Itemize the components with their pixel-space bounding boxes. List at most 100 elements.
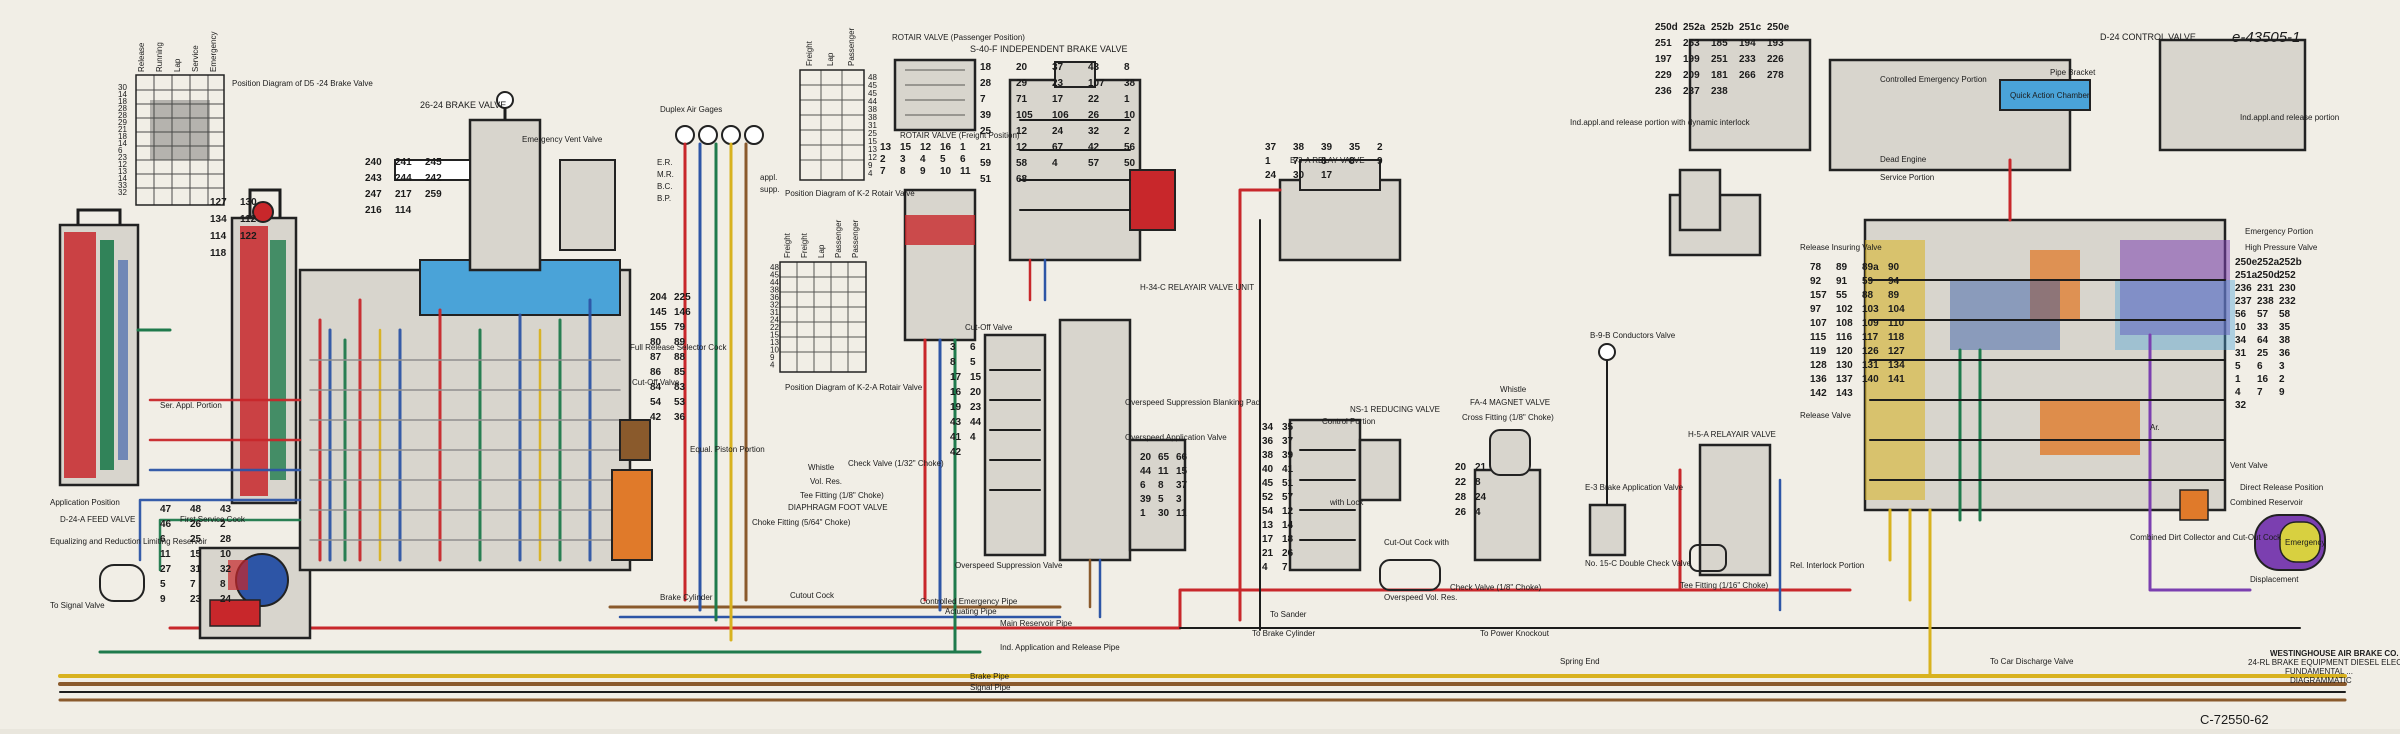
part-number-callout: 37: [1052, 62, 1064, 73]
part-number-callout: 54: [650, 397, 662, 408]
label-actuating-pipe: Actuating Pipe: [945, 607, 997, 616]
part-number-callout: 28: [980, 78, 992, 89]
part-number-callout: 31: [2235, 348, 2247, 359]
part-number-callout: 57: [2257, 309, 2269, 320]
d24-position-label: Release: [137, 42, 146, 72]
label-check-valve: Check Valve (1/32" Choke): [848, 459, 944, 468]
part-number-callout: 103: [1862, 304, 1879, 315]
part-number-callout: 216: [365, 205, 382, 216]
part-number-callout: 79: [674, 322, 686, 333]
part-number-callout: 259: [425, 189, 442, 200]
part-number-callout: 4: [1052, 158, 1058, 169]
part-number-callout: 28: [118, 111, 127, 120]
part-number-callout: 130: [1836, 360, 1853, 371]
part-number-callout: 7: [1282, 562, 1288, 573]
label-to-brake-cylinder: To Brake Cylinder: [1252, 629, 1315, 638]
part-number-callout: 5: [160, 579, 166, 590]
part-number-callout: 157: [1810, 290, 1827, 301]
position-diagram-k2a: [779, 261, 867, 373]
k2a-position-label: Lap: [817, 244, 826, 258]
part-number-callout: 13: [880, 142, 892, 153]
part-number-callout: 251: [1711, 54, 1728, 65]
label-cutout-cock: Cutout Cock: [790, 591, 835, 600]
label-gage-er: E.R.: [657, 158, 673, 167]
label-vol-res-left: Vol. Res.: [810, 477, 842, 486]
part-number-callout: 7: [190, 579, 196, 590]
part-number-callout: 44: [1140, 466, 1152, 477]
part-number-callout: 8: [1475, 477, 1481, 488]
label-b3a: B-3-A RELAY VALVE: [1290, 156, 1365, 165]
part-number-callout: 17: [1052, 94, 1064, 105]
label-d24-control: D-24 CONTROL VALVE: [2100, 32, 2196, 42]
part-number-callout: 9: [868, 161, 873, 170]
label-ser-appl: Ser. Appl. Portion: [160, 401, 222, 410]
label-emergency-portion: Emergency Portion: [2245, 227, 2313, 236]
part-number-callout: 278: [1767, 70, 1784, 81]
part-number-callout: 241: [395, 157, 412, 168]
part-number-callout: 244: [395, 173, 412, 184]
gage-mr: [698, 125, 718, 145]
part-number-callout: 36: [770, 293, 779, 302]
label-e3: E-3 Brake Application Valve: [1585, 483, 1684, 492]
part-number-callout: 18: [118, 97, 127, 106]
part-number-callout: 199: [1683, 54, 1700, 65]
label-equalizing-res: Equalizing and Reduction Limiting Reserv…: [50, 537, 207, 546]
part-number-callout: 45: [868, 89, 877, 98]
part-number-callout: 238: [1711, 86, 1728, 97]
title-block-line: 24-RL BRAKE EQUIPMENT DIESEL ELECT LOCO: [2248, 658, 2400, 667]
part-number-callout: 9: [2279, 387, 2285, 398]
vol-res-right-shape: [1689, 544, 1727, 572]
part-number-callout: 45: [868, 81, 877, 90]
label-rotair-freight: ROTAIR VALVE (Freight Position): [900, 131, 1020, 140]
label-control-portion: Control Portion: [1322, 417, 1375, 426]
part-number-callout: 115: [1810, 332, 1827, 343]
part-number-callout: 145: [650, 307, 667, 318]
part-number-callout: 26: [190, 519, 202, 530]
part-number-callout: 21: [980, 142, 992, 153]
part-number-callout: 32: [770, 301, 779, 310]
part-number-callout: 39: [1140, 494, 1152, 505]
part-number-callout: 89: [1836, 262, 1848, 273]
part-number-callout: 126: [1862, 346, 1879, 357]
part-number-callout: 88: [1862, 290, 1874, 301]
part-number-callout: 47: [160, 504, 172, 515]
label-spring-end: Spring End: [1560, 657, 1600, 666]
label-h5a: H-5-A RELAYAIR VALVE: [1688, 430, 1776, 439]
part-number-callout: 51: [1282, 478, 1294, 489]
part-number-callout: 89: [674, 337, 686, 348]
part-number-callout: 122: [240, 231, 257, 242]
part-number-callout: 12: [118, 160, 127, 169]
part-number-callout: 107: [1810, 318, 1827, 329]
d24-position-label: Running: [155, 42, 164, 72]
title-block-line: DIAGRAMMATIC: [2290, 676, 2352, 685]
label-rotair-pass: ROTAIR VALVE (Passenger Position): [892, 33, 1025, 42]
part-number-callout: 38: [770, 286, 779, 295]
part-number-callout: 16: [940, 142, 952, 153]
part-number-callout: 12: [920, 142, 932, 153]
label-sander: To Sander: [1270, 610, 1307, 619]
part-number-callout: 42: [1088, 142, 1100, 153]
part-number-callout: 57: [1088, 158, 1100, 169]
part-number-callout: 15: [868, 137, 877, 146]
label-overspeed-app: Overspeed Application Valve: [1125, 433, 1227, 442]
part-number-callout: 41: [950, 432, 962, 443]
part-number-callout: 44: [770, 278, 779, 287]
part-number-callout: 43: [1088, 62, 1100, 73]
part-number-callout: 80: [650, 337, 662, 348]
k2a-position-label: Passenger: [834, 219, 843, 258]
label-appl: appl.: [760, 173, 777, 182]
k2a-position-label: Passenger: [851, 219, 860, 258]
emergency-chamber: [2279, 521, 2321, 563]
part-number-callout: 85: [674, 367, 686, 378]
part-number-callout: 2: [1377, 142, 1383, 153]
part-number-callout: 10: [770, 346, 779, 355]
label-equal-piston: Equal. Piston Portion: [690, 445, 765, 454]
part-number-callout: 23: [1052, 78, 1064, 89]
part-number-callout: 54: [1262, 506, 1274, 517]
label-signal-pipe: Signal Pipe: [970, 683, 1011, 692]
part-number-callout: 250e: [2235, 257, 2258, 268]
part-number-callout: 10: [2235, 322, 2247, 333]
main-reservoir-pipe: [168, 588, 1852, 630]
label-cutout-cock-vol: Cut-Out Cock with: [1384, 538, 1449, 547]
part-number-callout: 237: [2235, 296, 2252, 307]
